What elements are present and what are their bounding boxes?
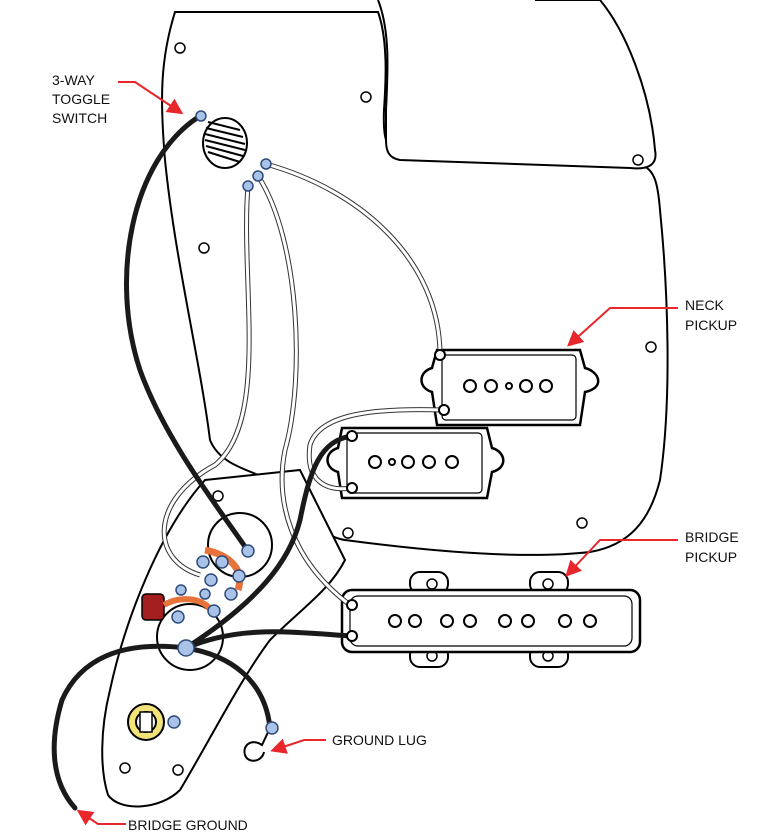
neck-pickup — [420, 348, 600, 427]
label-bridge-line1: BRIDGE — [685, 529, 739, 545]
label-neck-line2: PICKUP — [685, 317, 737, 333]
output-jack — [127, 703, 165, 741]
label-ground-lug: GROUND LUG — [332, 732, 427, 748]
solder-points — [167, 110, 279, 735]
pickup-terminals — [346, 349, 450, 642]
ground-lug — [243, 727, 271, 762]
white-wires — [161, 161, 445, 607]
middle-pickup — [326, 426, 505, 500]
toggle-switch — [202, 117, 248, 169]
black-wires — [51, 113, 355, 811]
neck-pocket-outline — [377, 0, 657, 170]
capacitor — [141, 546, 244, 621]
label-neck-line1: NECK — [685, 297, 725, 313]
volume-pot — [207, 512, 273, 578]
screw-holes — [119, 42, 657, 776]
label-toggle-line3: SWITCH — [52, 110, 107, 126]
label-bridge-ground: BRIDGE GROUND — [128, 817, 248, 833]
bridge-pickup — [340, 571, 642, 668]
label-bridge-line2: PICKUP — [685, 549, 737, 565]
callout-arrows — [76, 81, 678, 826]
label-toggle-line2: TOGGLE — [52, 91, 110, 107]
label-toggle-line1: 3-WAY — [52, 72, 95, 88]
